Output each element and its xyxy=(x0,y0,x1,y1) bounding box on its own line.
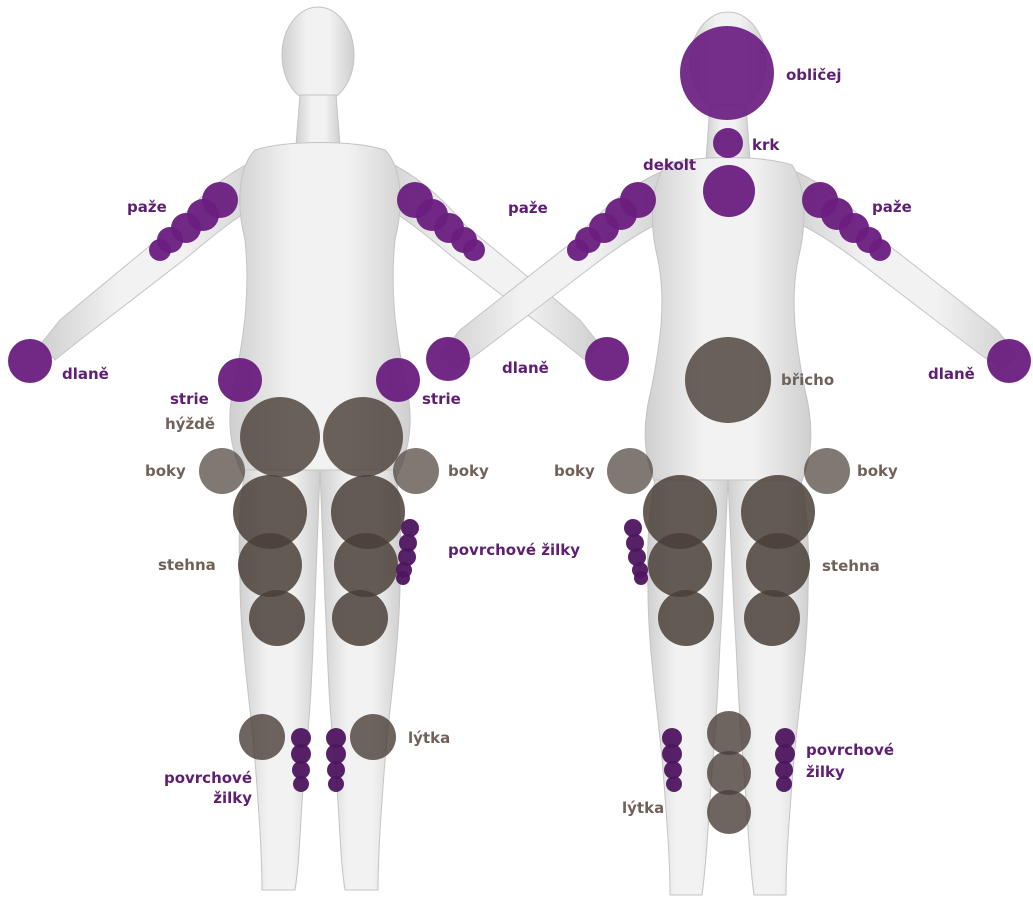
label-back-paze: paže xyxy=(127,199,167,216)
zone-front-stehna-4 xyxy=(658,590,714,646)
zone-back-lytka-left xyxy=(239,714,285,760)
zone-front-zilky-left-3 xyxy=(666,776,682,792)
zone-front-dlane-left xyxy=(426,337,470,381)
label-front-lytka: lýtka xyxy=(622,800,664,817)
label-front-dekolt: dekolt xyxy=(643,157,696,174)
back-neck xyxy=(296,95,340,145)
zone-back-boky-left xyxy=(199,448,245,494)
back-head xyxy=(282,7,354,103)
label-front-dlane-left: dlaně xyxy=(502,360,549,377)
label-front-povrchove-bottom-1: povrchové xyxy=(806,742,894,759)
zone-front-paze-left-4 xyxy=(567,239,589,261)
zone-back-paze-left-4 xyxy=(149,239,171,261)
zone-front-dlane-middle xyxy=(585,337,629,381)
zone-back-strie-right xyxy=(376,358,420,402)
zone-back-zilky-left-3 xyxy=(293,776,309,792)
zone-back-zilky-right-4 xyxy=(396,571,410,585)
zone-front-paze-right-4 xyxy=(869,239,891,261)
label-front-oblicej: obličej xyxy=(786,67,842,84)
zone-back-zilky-mid-3 xyxy=(328,776,344,792)
label-back-strie-left: strie xyxy=(170,391,209,408)
zone-front-boky-left xyxy=(607,448,653,494)
label-back-povrchove-bottom-2: žilky xyxy=(150,790,252,807)
zone-front-krk xyxy=(713,128,743,158)
label-front-stehna: stehna xyxy=(822,558,880,575)
label-front-povrchove-bottom-2: žilky xyxy=(806,764,845,781)
zone-front-zilky-right-3 xyxy=(776,776,792,792)
zone-back-hyzde-right xyxy=(323,397,403,477)
label-front-krk: krk xyxy=(752,137,779,154)
zone-back-lytka-right xyxy=(350,714,396,760)
label-back-stehna: stehna xyxy=(158,557,216,574)
zone-front-zilky-right-1 xyxy=(775,744,795,764)
label-front-paze-right: paže xyxy=(872,199,912,216)
zone-front-stehna-3 xyxy=(746,533,810,597)
zone-back-stehna-3 xyxy=(334,533,398,597)
treatment-zones xyxy=(8,26,1031,834)
zone-front-dekolt xyxy=(703,165,755,217)
back-figure xyxy=(40,7,600,890)
zone-front-dlane-right xyxy=(987,339,1031,383)
label-back-boky-left: boky xyxy=(145,463,186,480)
zone-back-boky-right xyxy=(393,448,439,494)
zone-back-dlane xyxy=(8,339,52,383)
label-back-boky-right: boky xyxy=(448,463,489,480)
zone-front-boky-right xyxy=(804,448,850,494)
label-front-paze-left: paže xyxy=(508,200,548,217)
zone-back-strie-left xyxy=(218,358,262,402)
label-back-povrchove-bottom-1: povrchové xyxy=(150,770,252,787)
zone-front-stehna-5 xyxy=(744,590,800,646)
zone-front-lytka-0 xyxy=(707,711,751,755)
zone-back-stehna-2 xyxy=(238,533,302,597)
zone-front-zilky-left-1 xyxy=(662,744,682,764)
label-back-povrchove-zilky: povrchové žilky xyxy=(448,542,580,559)
zone-front-oblicej xyxy=(680,26,774,120)
label-back-dlane: dlaně xyxy=(62,366,109,383)
zone-front-lytka-1 xyxy=(707,751,751,795)
zone-front-zilky-upper-4 xyxy=(634,571,648,585)
label-front-dlane-right: dlaně xyxy=(928,366,975,383)
label-back-hyzde: hýždě xyxy=(165,416,215,433)
label-back-lytka: lýtka xyxy=(408,730,450,747)
label-front-boky-right: boky xyxy=(857,463,898,480)
zone-front-bricho xyxy=(685,337,771,423)
zone-back-hyzde-left xyxy=(240,397,320,477)
zone-back-stehna-5 xyxy=(332,590,388,646)
zone-back-paze-right-4 xyxy=(463,239,485,261)
label-front-bricho: břicho xyxy=(781,372,834,389)
zone-front-stehna-2 xyxy=(648,533,712,597)
zone-back-stehna-4 xyxy=(249,590,305,646)
label-front-boky-left: boky xyxy=(554,463,595,480)
label-back-strie-right: strie xyxy=(422,391,461,408)
zone-front-lytka-2 xyxy=(707,790,751,834)
